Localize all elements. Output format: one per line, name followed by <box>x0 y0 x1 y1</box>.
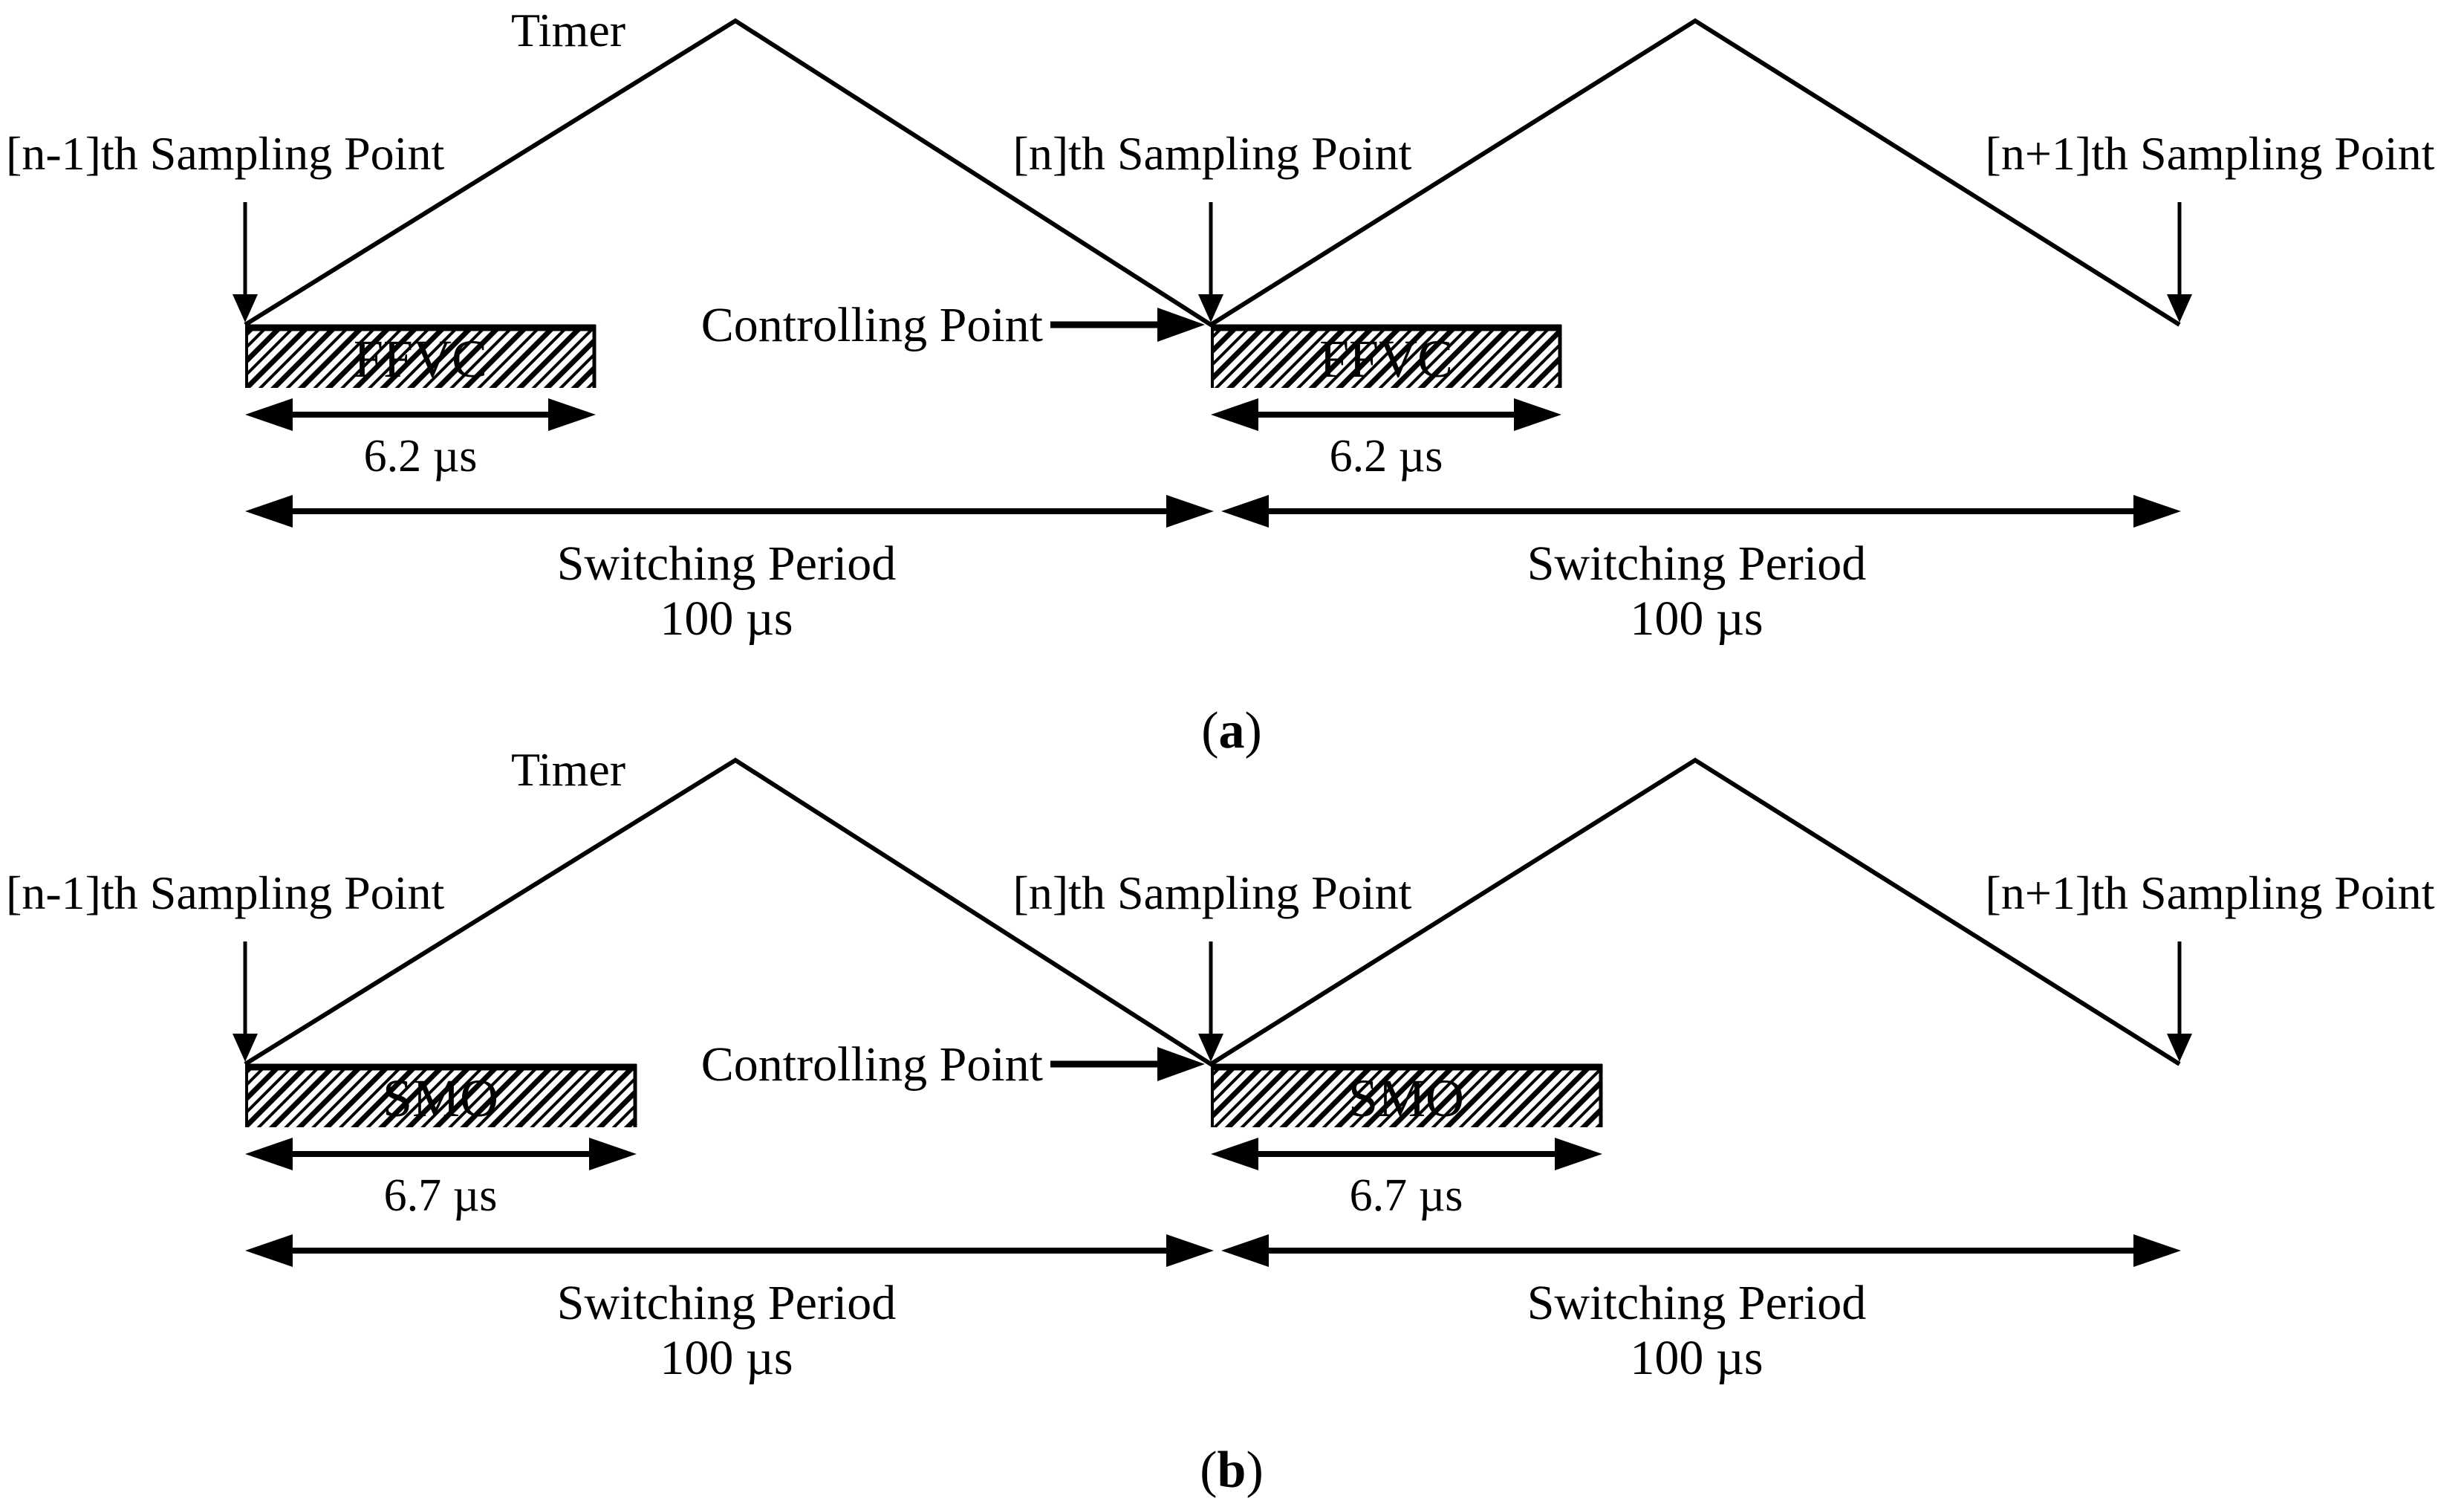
switching-period-value-1: 100 µs <box>660 591 793 646</box>
switching-period-value-2: 100 µs <box>1630 1331 1763 1385</box>
sampling-point-n-label: [n]th Sampling Point <box>1013 127 1412 180</box>
switching-period-arrow-2 <box>1221 1234 2181 1267</box>
sampling-arrow-n <box>1198 941 1223 1062</box>
controlling-point-label: Controlling Point <box>701 1037 1043 1092</box>
sampling-arrow-n-1 <box>233 941 258 1062</box>
switching-period-value-1: 100 µs <box>660 1331 793 1385</box>
switching-period-label-1: Switching Period <box>557 1276 897 1330</box>
switching-period-arrow-1 <box>245 1234 1214 1267</box>
execution-time-label-2: 6.2 µs <box>1330 431 1443 482</box>
execution-time-arrow-1 <box>245 1138 637 1170</box>
caption-a: (a) <box>1201 702 1262 759</box>
algorithm-block-1: FFVC <box>245 324 597 389</box>
controlling-point-callout: Controlling Point <box>701 298 1205 352</box>
execution-time-arrow-2 <box>1211 1138 1602 1170</box>
switching-period-value-2: 100 µs <box>1630 591 1763 646</box>
switching-period-label-2: Switching Period <box>1527 1276 1867 1330</box>
timer-label: Timer <box>511 4 625 56</box>
sampling-point-n-plus-1-label: [n+1]th Sampling Point <box>1986 127 2435 180</box>
algorithm-block-2: FFVC <box>1211 324 1562 389</box>
execution-time-arrow-1 <box>245 398 596 431</box>
algorithm-block-label: FFVC <box>1319 329 1453 389</box>
sampling-arrow-n-1 <box>233 202 258 322</box>
caption-b: (b) <box>1200 1442 1264 1499</box>
sampling-arrow-n-plus-1 <box>2167 941 2192 1062</box>
switching-period-label-1: Switching Period <box>557 537 897 591</box>
execution-time-label-2: 6.7 µs <box>1350 1170 1463 1221</box>
algorithm-block-label: FFVC <box>354 329 487 389</box>
controlling-point-callout: Controlling Point <box>701 1037 1205 1092</box>
sampling-point-n-plus-1-label: [n+1]th Sampling Point <box>1986 866 2435 919</box>
switching-period-label-2: Switching Period <box>1527 537 1867 591</box>
algorithm-block-label: SMO <box>383 1069 498 1128</box>
sampling-point-n-1-label: [n-1]th Sampling Point <box>6 127 444 180</box>
sampling-point-n-1-label: [n-1]th Sampling Point <box>6 866 444 919</box>
switching-period-arrow-1 <box>245 495 1214 528</box>
algorithm-block-2: SMO <box>1211 1063 1603 1128</box>
execution-time-label-1: 6.2 µs <box>364 431 478 482</box>
execution-time-arrow-2 <box>1211 398 1561 431</box>
switching-period-arrow-2 <box>1221 495 2181 528</box>
diagram-b: Timer [n-1]th Sampling Point [n]th Sampl… <box>6 743 2435 1499</box>
sampling-arrow-n-plus-1 <box>2167 202 2192 322</box>
sampling-arrow-n <box>1198 202 1223 322</box>
algorithm-block-1: SMO <box>245 1063 637 1128</box>
diagram-a: Timer [n-1]th Sampling Point [n]th Sampl… <box>6 4 2435 759</box>
algorithm-block-label: SMO <box>1348 1069 1464 1128</box>
sampling-point-n-label: [n]th Sampling Point <box>1013 866 1412 919</box>
execution-time-label-1: 6.7 µs <box>384 1170 498 1221</box>
timer-label: Timer <box>511 743 625 796</box>
controlling-point-label: Controlling Point <box>701 298 1043 352</box>
